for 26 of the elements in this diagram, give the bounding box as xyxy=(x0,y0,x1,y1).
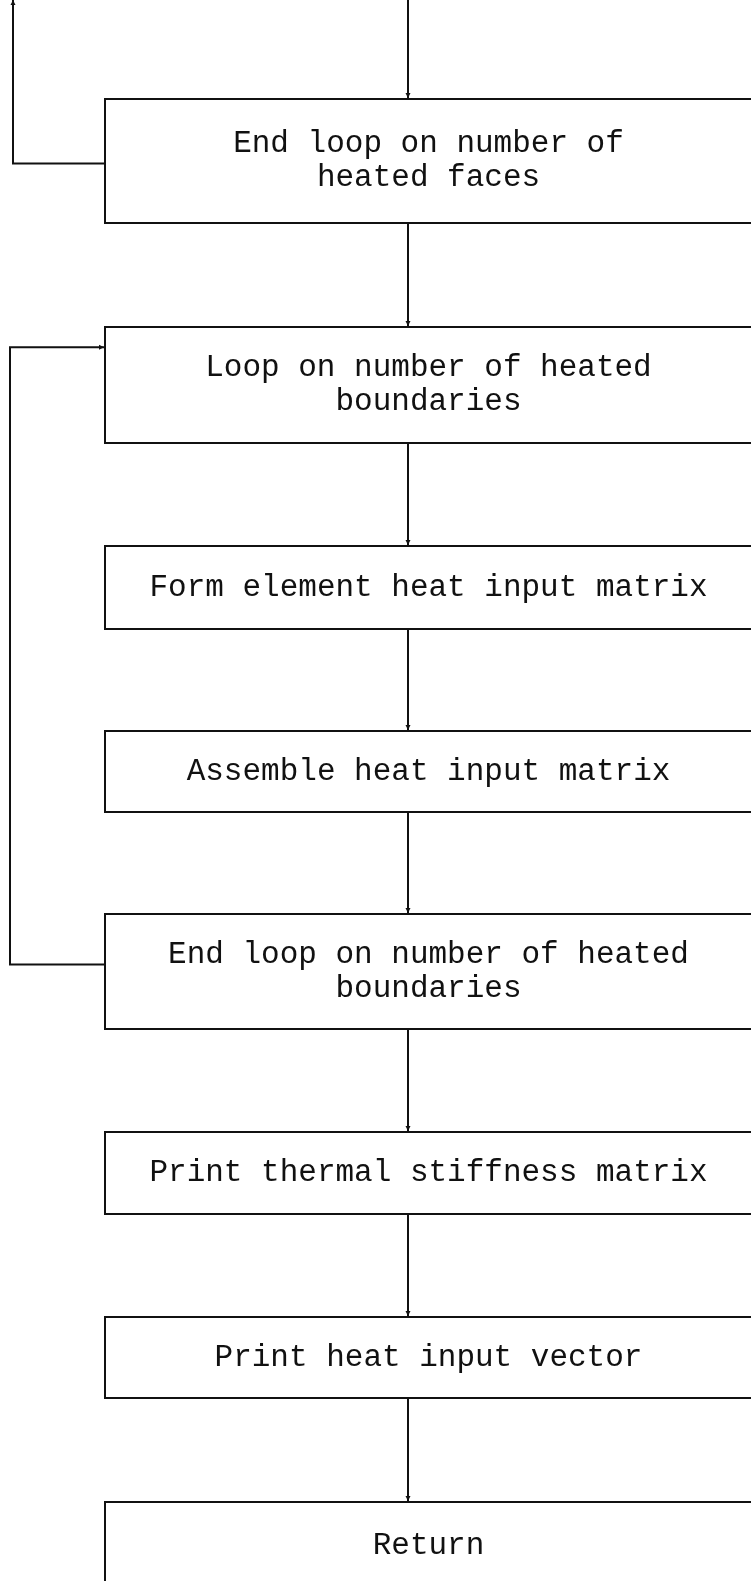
step-text: Assemble heat input matrix xyxy=(186,754,671,789)
step-text: Form element heat input matrix xyxy=(149,570,708,605)
arrow xyxy=(9,344,105,966)
step-text: Print heat input vector xyxy=(214,1340,643,1375)
arrow xyxy=(405,0,411,99)
step-text: End loop on number of heated faces xyxy=(232,127,625,195)
process-box xyxy=(104,1316,751,1399)
process-box xyxy=(104,1131,751,1215)
step-text: Loop on number of heated boundaries xyxy=(204,351,653,419)
step-text: End loop on number of heated boundaries xyxy=(167,937,690,1006)
step-text: Return xyxy=(372,1529,485,1563)
process-box xyxy=(104,1501,751,1581)
process-box xyxy=(104,913,751,1030)
arrow xyxy=(405,629,411,731)
arrow xyxy=(405,1029,411,1132)
arrow xyxy=(10,0,105,165)
step-text: Print thermal stiffness matrix xyxy=(149,1156,708,1190)
arrow xyxy=(405,1214,411,1317)
arrow xyxy=(405,443,411,546)
arrow xyxy=(405,812,411,914)
process-box xyxy=(104,545,751,630)
arrow xyxy=(405,223,411,327)
process-box xyxy=(104,98,751,224)
process-box xyxy=(104,730,751,813)
process-box xyxy=(104,326,751,444)
arrow xyxy=(405,1398,411,1502)
